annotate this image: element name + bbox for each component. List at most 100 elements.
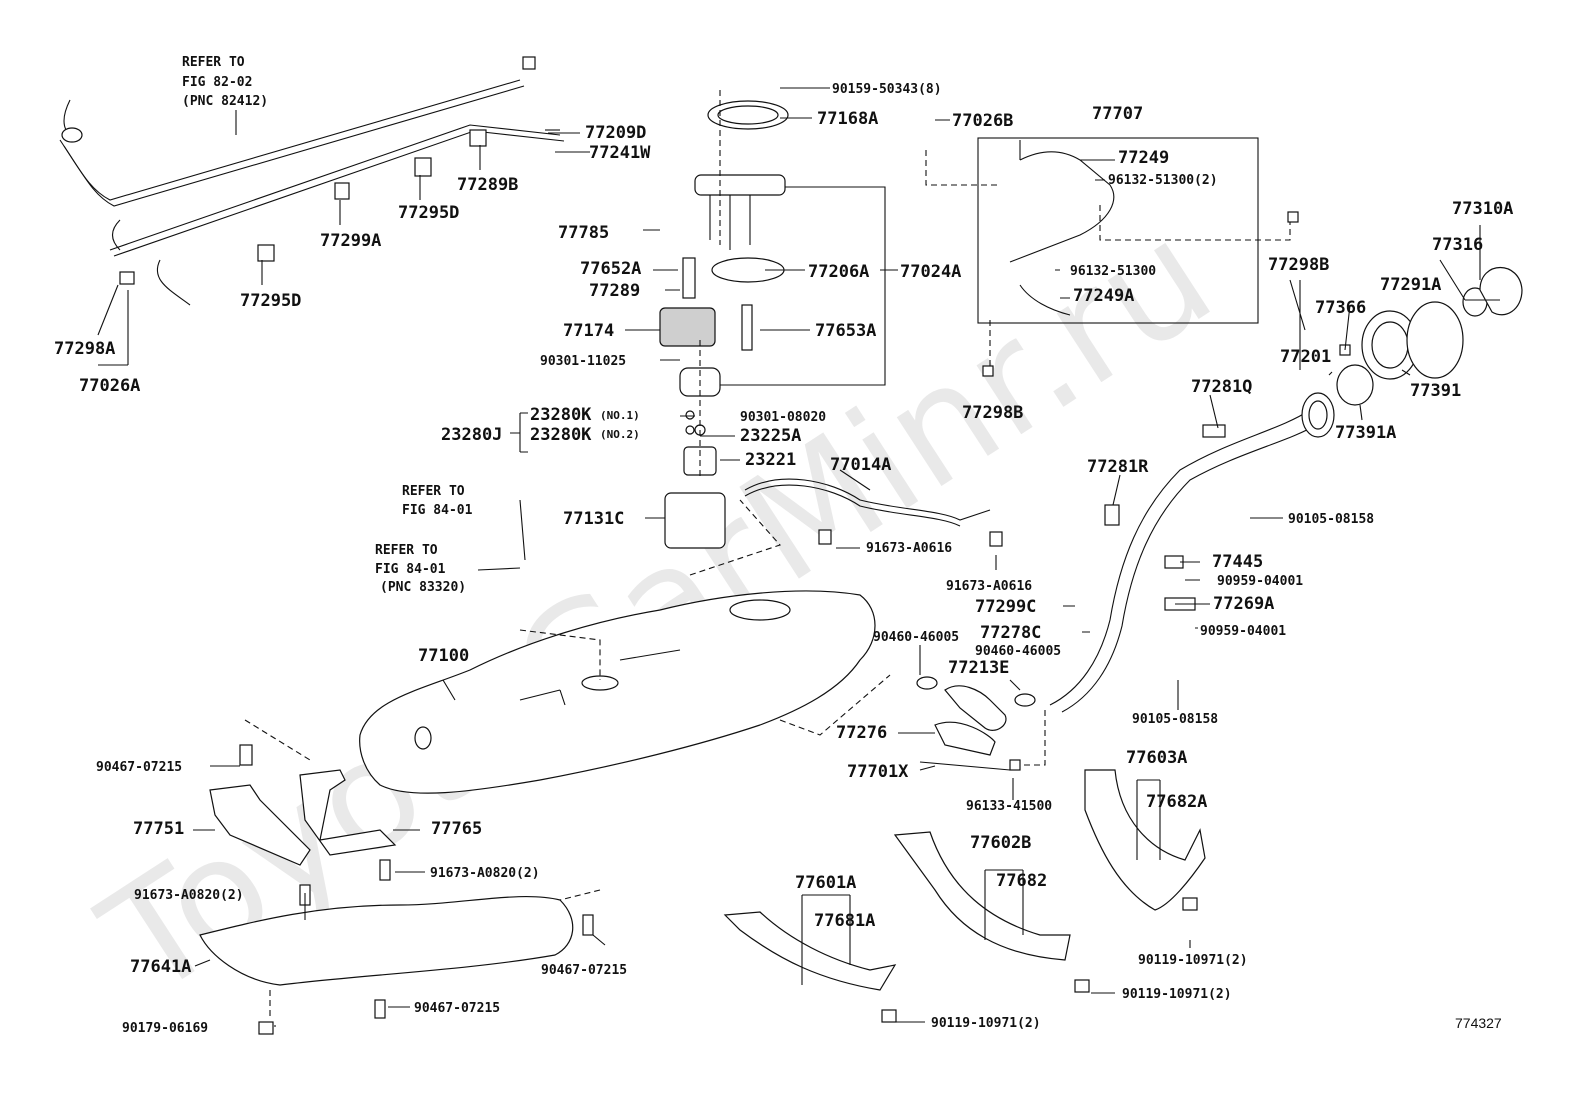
refer-text-line: REFER TO — [375, 543, 438, 558]
part-number: 77281R — [1087, 457, 1149, 477]
refer-text-line: FIG 82-02 — [182, 75, 252, 90]
part-note: (NO.1) — [600, 409, 640, 422]
part-number: 77681A — [814, 911, 875, 931]
part-number: 23225A — [740, 426, 801, 446]
fuel-lines-assembly — [59, 56, 565, 306]
part-number: 77026B — [952, 111, 1013, 131]
part-number: 96133-41500 — [966, 799, 1052, 814]
part-number: 77707 — [1092, 104, 1143, 124]
part-number: 77276 — [836, 723, 887, 743]
part-number: 90460-46005 — [975, 644, 1061, 659]
part-number: 77289 — [589, 281, 640, 301]
part-number: 77310A — [1452, 199, 1513, 219]
part-number: 90105-08158 — [1132, 712, 1218, 727]
fuel-tank — [359, 499, 876, 794]
part-number: 77278C — [980, 623, 1041, 643]
tank-protectors — [199, 719, 601, 1035]
fuel-filler-pipe — [1049, 392, 1335, 713]
part-number: 77653A — [815, 321, 876, 341]
part-number: 77168A — [817, 109, 878, 129]
part-number: 77682 — [996, 871, 1047, 891]
part-number: 77295D — [398, 203, 459, 223]
part-number: 77209D — [585, 123, 646, 143]
part-number: 77174 — [563, 321, 614, 341]
watermark: ToyotaGarMinr.ru — [74, 188, 1241, 1030]
part-number: 23280J — [441, 425, 502, 445]
part-number: 77316 — [1432, 235, 1483, 255]
part-number: 90467-07215 — [414, 1001, 500, 1016]
part-number: 77299A — [320, 231, 381, 251]
tank-straps — [723, 769, 1206, 1023]
part-labels: REFER TO FIG 82-02 (PNC 82412) 90159-503… — [54, 55, 1513, 1036]
part-number: 77751 — [133, 819, 184, 839]
part-number: 77602B — [970, 833, 1031, 853]
part-number: 77289B — [457, 175, 518, 195]
refer-text-line: (PNC 83320) — [380, 580, 466, 595]
part-number: 77295D — [240, 291, 301, 311]
part-number: 77249 — [1118, 148, 1169, 168]
part-number: 90959-04001 — [1217, 574, 1303, 589]
part-number: 77100 — [418, 646, 469, 666]
part-number: 77785 — [558, 223, 609, 243]
part-number: 77201 — [1280, 347, 1331, 367]
vapor-hoses — [744, 478, 1046, 771]
part-number: 77241W — [589, 143, 651, 163]
part-number: 77269A — [1213, 594, 1274, 614]
part-number: 91673-A0820(2) — [134, 888, 244, 903]
part-number: 96132-51300(2) — [1108, 173, 1218, 188]
part-number: 77281Q — [1191, 377, 1252, 397]
part-number: 77298B — [1268, 255, 1329, 275]
part-number: 23280K — [530, 425, 592, 445]
refer-text-line: REFER TO — [182, 55, 245, 70]
part-number: 77298A — [54, 339, 115, 359]
part-number: 90119-10971(2) — [931, 1016, 1041, 1031]
part-note: (NO.2) — [600, 428, 640, 441]
part-number: 77445 — [1212, 552, 1263, 572]
part-number: 96132-51300 — [1070, 264, 1156, 279]
part-number: 77298B — [962, 403, 1023, 423]
part-number: 77131C — [563, 509, 624, 529]
part-number: 77391 — [1410, 381, 1461, 401]
part-number: 91673-A0820(2) — [430, 866, 540, 881]
part-number: 77024A — [900, 262, 961, 282]
part-number: 90179-06169 — [122, 1021, 208, 1036]
fuel-pump-assembly — [659, 90, 886, 549]
part-number: 77682A — [1146, 792, 1207, 812]
part-number: 77249A — [1073, 286, 1134, 306]
part-number: 77026A — [79, 376, 140, 396]
part-number: 90467-07215 — [96, 760, 182, 775]
part-number: 77701X — [847, 762, 909, 782]
part-number: 90105-08158 — [1288, 512, 1374, 527]
refer-text-line: FIG 84-01 — [402, 503, 473, 518]
part-number: 90301-08020 — [740, 410, 826, 425]
part-number: 90959-04001 — [1200, 624, 1286, 639]
part-number: 77299C — [975, 597, 1036, 617]
part-number: 77391A — [1335, 423, 1396, 443]
part-number: 90159-50343(8) — [832, 82, 942, 97]
part-number: 90467-07215 — [541, 963, 627, 978]
part-number: 77213E — [948, 658, 1009, 678]
part-number: 77603A — [1126, 748, 1187, 768]
refer-text-line: FIG 84-01 — [375, 562, 446, 577]
leader-lines — [97, 87, 1500, 1027]
part-number: 77206A — [808, 262, 869, 282]
part-number: 90119-10971(2) — [1138, 953, 1248, 968]
fuel-cap-set — [1336, 267, 1523, 406]
part-number: 77291A — [1380, 275, 1441, 295]
part-number: 77765 — [431, 819, 482, 839]
part-number: 77641A — [130, 957, 191, 977]
part-number: 23280K — [530, 405, 592, 425]
part-number: 77014A — [830, 455, 891, 475]
part-number: 91673-A0616 — [946, 579, 1032, 594]
diagram-code: 774327 — [1455, 1015, 1502, 1031]
part-number: 90460-46005 — [873, 630, 959, 645]
part-number: 77601A — [795, 873, 856, 893]
part-number: 23221 — [745, 450, 796, 470]
part-number: 91673-A0616 — [866, 541, 952, 556]
refer-text-line: (PNC 82412) — [182, 94, 268, 109]
part-number: 77652A — [580, 259, 641, 279]
part-number: 90119-10971(2) — [1122, 987, 1232, 1002]
evap-hose-box — [925, 137, 1299, 377]
